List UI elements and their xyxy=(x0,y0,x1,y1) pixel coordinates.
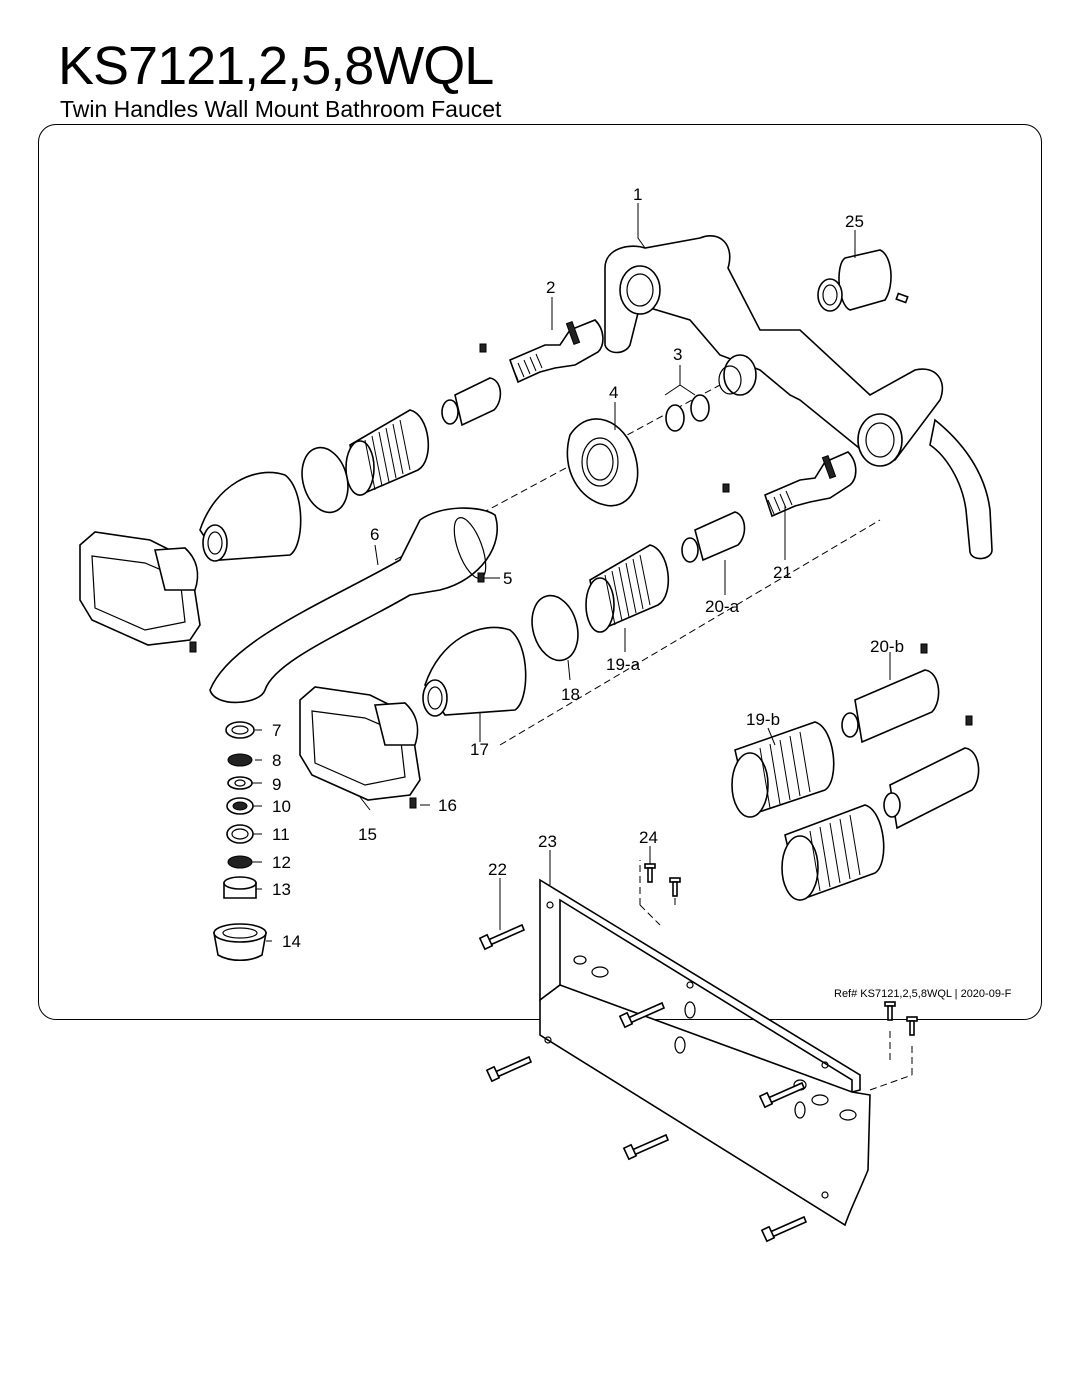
screws-part-22-24 xyxy=(478,863,918,1243)
callout-19a: 19-a xyxy=(606,655,641,674)
callout-20a: 20-a xyxy=(705,597,740,616)
callout-8: 8 xyxy=(272,751,281,770)
handle-part-15 xyxy=(299,686,421,809)
threaded-sleeve-upper xyxy=(345,409,430,497)
callout-3: 3 xyxy=(673,345,682,364)
callout-6: 6 xyxy=(370,525,379,544)
callout-14: 14 xyxy=(282,932,301,951)
extension-kit-part-19b-20b xyxy=(731,643,980,902)
callout-23: 23 xyxy=(538,832,557,851)
callout-7: 7 xyxy=(272,721,281,740)
mounting-bracket-part-23 xyxy=(539,878,871,1227)
callout-10: 10 xyxy=(272,797,291,816)
callout-16: 16 xyxy=(438,796,457,815)
callout-17: 17 xyxy=(470,740,489,759)
aerator-stack xyxy=(213,721,267,962)
callout-12: 12 xyxy=(272,853,291,872)
o-rings-part-3 xyxy=(665,394,710,432)
callout-19b: 19-b xyxy=(746,710,780,729)
handle-upper xyxy=(79,531,201,653)
callout-15: 15 xyxy=(358,825,377,844)
callout-labels: 1 2 3 4 5 6 7 8 9 10 11 12 13 14 15 16 1… xyxy=(272,185,904,951)
callout-11: 11 xyxy=(272,825,290,844)
callout-18: 18 xyxy=(561,685,580,704)
bell-cap-upper xyxy=(199,471,302,562)
callout-24: 24 xyxy=(639,828,658,847)
adapter-part-25 xyxy=(817,249,909,312)
page-subtitle: Twin Handles Wall Mount Bathroom Faucet xyxy=(60,96,502,122)
gasket-part-18 xyxy=(531,594,579,662)
bell-cap-part-17 xyxy=(422,626,527,717)
callout-9: 9 xyxy=(272,775,281,794)
leader-lines xyxy=(252,203,891,942)
callout-13: 13 xyxy=(272,880,291,899)
valve-body-part-1 xyxy=(604,235,993,560)
callout-22: 22 xyxy=(488,860,507,879)
callout-21: 21 xyxy=(773,563,792,582)
cartridge-part-2 xyxy=(508,319,604,384)
cartridge-part-21 xyxy=(764,451,857,518)
callout-1: 1 xyxy=(633,185,642,204)
callout-25: 25 xyxy=(845,212,864,231)
stem-extension-part-20a xyxy=(681,483,746,563)
threaded-sleeve-part-19a xyxy=(585,544,670,633)
callout-4: 4 xyxy=(609,383,618,402)
spout-part-6 xyxy=(209,507,498,704)
callout-20b: 20-b xyxy=(870,637,904,656)
reference-code: Ref# KS7121,2,5,8WQL | 2020-09-F xyxy=(834,988,1012,1000)
gasket-upper xyxy=(301,446,349,514)
stem-extension-upper xyxy=(441,343,502,427)
callout-5: 5 xyxy=(503,569,512,588)
flange-part-4 xyxy=(566,418,639,507)
callout-2: 2 xyxy=(546,278,555,297)
page-title: KS7121,2,5,8WQL xyxy=(58,36,494,96)
